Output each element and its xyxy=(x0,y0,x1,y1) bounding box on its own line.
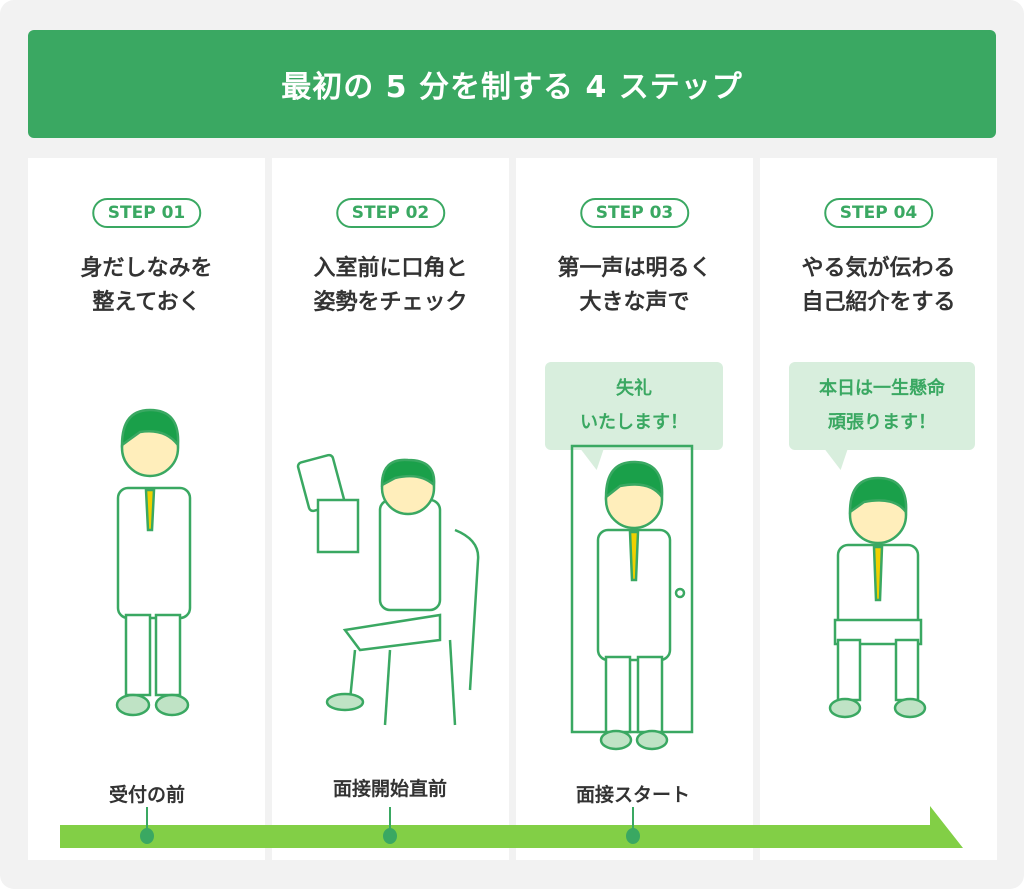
bubble-line: 頑張ります！ xyxy=(828,412,936,433)
door-icon xyxy=(570,444,694,734)
timeline-dot xyxy=(383,828,397,844)
step-badge: STEP 03 xyxy=(579,198,690,228)
step-title-line: 大きな声で xyxy=(579,290,690,315)
step-badge: STEP 02 xyxy=(335,198,446,228)
timeline-label: 受付の前 xyxy=(108,784,186,806)
step-title-line: 自己紹介をする xyxy=(801,290,956,315)
step-badge: STEP 01 xyxy=(91,198,202,228)
person-seated-introducing-illustration xyxy=(828,476,927,719)
person-adjusting-tie-illustration xyxy=(115,408,192,717)
step-title-line: 入室前に口角と xyxy=(313,256,468,281)
step-title-line: 姿勢をチェック xyxy=(313,290,468,315)
bubble-line: 本日は一生懸命 xyxy=(819,378,945,399)
step-title: 入室前に口角と姿勢をチェック xyxy=(272,252,509,320)
bubble-line: 失礼 xyxy=(616,378,652,399)
person-checking-mirror-illustration xyxy=(296,453,480,726)
step-title: やる気が伝わる自己紹介をする xyxy=(760,252,997,320)
speech-bubble: 本日は一生懸命頑張ります！ xyxy=(789,362,975,450)
step-title: 身だしなみを整えておく xyxy=(28,252,265,320)
timeline-dot xyxy=(140,828,154,844)
timeline-arrow xyxy=(60,806,963,848)
timeline-label: 面接開始直前 xyxy=(332,778,448,800)
step-badge: STEP 04 xyxy=(823,198,934,228)
bubble-line: いたします！ xyxy=(580,412,688,433)
timeline-dot xyxy=(626,828,640,844)
step-title-line: 身だしなみを xyxy=(80,256,213,281)
step-title-line: やる気が伝わる xyxy=(801,256,956,281)
page-title: 最初の 5 分を制する 4 ステップ xyxy=(28,30,996,138)
step-title-line: 整えておく xyxy=(92,290,201,315)
step-title: 第一声は明るく大きな声で xyxy=(516,252,753,320)
step-1-panel: STEP 01 身だしなみを整えておく xyxy=(28,158,265,860)
timeline-label: 面接スタート xyxy=(575,784,691,806)
speech-bubble: 失礼いたします！ xyxy=(545,362,723,450)
person-greeting-illustration xyxy=(596,460,672,751)
step-title-line: 第一声は明るく xyxy=(557,256,712,281)
